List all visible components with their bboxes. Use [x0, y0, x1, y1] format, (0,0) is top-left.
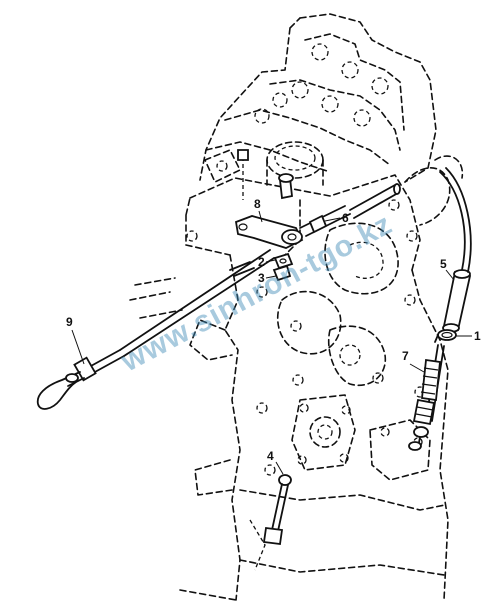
callout-2: 2 — [258, 255, 265, 269]
callout-7: 7 — [402, 349, 409, 363]
callouts: 1 2 3 4 5 6 7 8 9 — [66, 197, 481, 475]
part-6-tube-connector — [299, 183, 401, 237]
part-1-clamp — [434, 329, 457, 343]
callout-9: 9 — [66, 315, 73, 329]
part-bolt-top — [237, 149, 294, 200]
part-9-dipstick — [36, 349, 125, 410]
part-5-hose — [439, 167, 472, 333]
part-7-breather — [408, 344, 445, 451]
dipstick-tube — [119, 249, 275, 357]
part-4-plug — [262, 474, 292, 546]
callout-3: 3 — [258, 271, 265, 285]
callout-8: 8 — [254, 197, 261, 211]
callout-5: 5 — [440, 257, 447, 271]
engine-block-outline — [129, 13, 464, 601]
part-2-3-nut-washer — [272, 252, 294, 282]
part-8-bracket — [234, 215, 304, 249]
callout-4: 4 — [267, 449, 274, 463]
callout-1: 1 — [474, 329, 481, 343]
callout-6: 6 — [342, 211, 349, 225]
